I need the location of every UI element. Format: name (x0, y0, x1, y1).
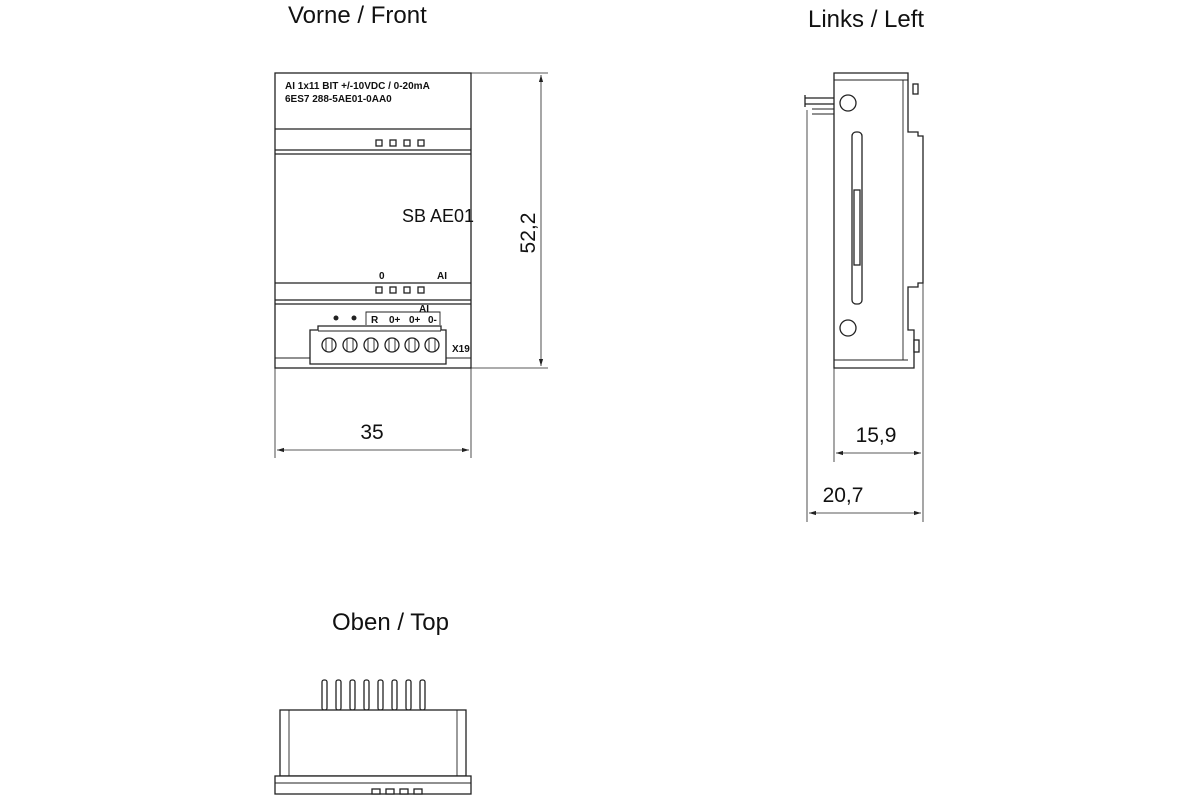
unused-terminal-dot-1 (333, 315, 339, 321)
depth-body-value: 15,9 (856, 424, 897, 447)
top-view-title: Oben / Top (332, 609, 449, 636)
height-dimension-value: 52,2 (517, 213, 540, 254)
terminal-label-r: R (371, 315, 379, 326)
side-tab-top (912, 83, 919, 95)
front-view: AI 1x11 BIT +/-10VDC / 0-20mA 6ES7 288-5… (274, 72, 548, 458)
upper-led-row (375, 139, 425, 147)
terminal-label-3: 0- (428, 315, 437, 326)
terminal-screws (321, 337, 440, 353)
top-mark-2 (385, 788, 395, 795)
front-body-outline (274, 72, 472, 369)
top-pin-1 (321, 679, 328, 711)
led-4 (417, 139, 425, 147)
led-2 (389, 139, 397, 147)
top-mark-4 (413, 788, 423, 795)
led-1 (375, 139, 383, 147)
left-view: 15,9 20,7 (804, 72, 924, 522)
top-terminal-marks (371, 788, 423, 795)
front-view-title: Vorne / Front (288, 2, 427, 29)
mounting-hole-top (839, 94, 857, 112)
led-3 (403, 139, 411, 147)
led-6 (389, 286, 397, 294)
screw-5 (404, 337, 420, 353)
led-5 (375, 286, 383, 294)
top-pins (321, 679, 426, 711)
screw-1 (321, 337, 337, 353)
side-tab-bottom (913, 339, 920, 353)
led-8 (417, 286, 425, 294)
screw-4 (384, 337, 400, 353)
top-body-outline (279, 709, 467, 777)
lower-led-row (375, 286, 425, 294)
terminal-label-1: 0+ (389, 315, 401, 326)
top-mark-1 (371, 788, 381, 795)
terminal-label-2: 0+ (409, 315, 421, 326)
led-7 (403, 286, 411, 294)
led-label-ai: AI (437, 271, 447, 282)
top-pin-6 (391, 679, 398, 711)
unused-terminal-dot-2 (351, 315, 357, 321)
top-pin-3 (349, 679, 356, 711)
screw-6 (424, 337, 440, 353)
top-pin-4 (363, 679, 370, 711)
top-pin-5 (377, 679, 384, 711)
mounting-hole-bottom (839, 319, 857, 337)
screw-3 (363, 337, 379, 353)
front-label-line1: AI 1x11 BIT +/-10VDC / 0-20mA (285, 81, 430, 92)
led-label-0: 0 (379, 271, 385, 282)
ai-group-label: AI (419, 304, 429, 315)
left-view-title: Links / Left (808, 6, 924, 33)
front-label-line2: 6ES7 288-5AE01-0AA0 (285, 94, 392, 105)
latch-insert (853, 189, 861, 266)
top-pin-7 (405, 679, 412, 711)
top-view (274, 679, 472, 795)
ai-group-bracket (365, 311, 441, 325)
connector-label: X19 (452, 344, 470, 355)
top-mark-3 (399, 788, 409, 795)
width-dimension-value: 35 (360, 421, 383, 444)
top-pin-2 (335, 679, 342, 711)
depth-total-value: 20,7 (823, 484, 864, 507)
screw-2 (342, 337, 358, 353)
model-name: SB AE01 (402, 206, 474, 226)
top-pin-8 (419, 679, 426, 711)
